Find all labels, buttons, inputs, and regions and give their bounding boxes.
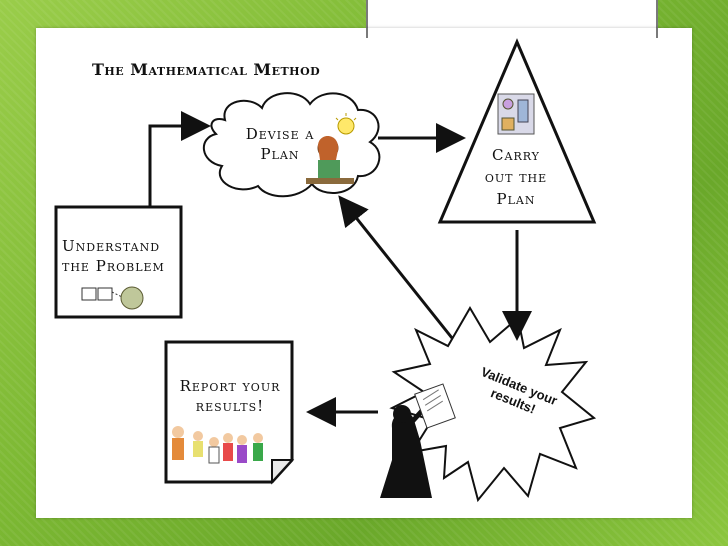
report-label: Report your results! [179,377,281,415]
devise-label: Devise a Plan [245,125,315,163]
diagram-title: The Mathematical Method [92,60,321,79]
slide-tab-connector [366,28,658,38]
arrow-validate-to-devise [338,195,454,339]
people-group-clipart [172,426,263,464]
report-page-fold [271,459,295,485]
understand-label: Understand the Problem [62,237,165,275]
understand-box [54,205,183,319]
thinking-woman-clipart [306,113,357,184]
arrow-understand-to-devise [148,111,211,207]
carry-label: Carry out the Plan [484,146,548,208]
woman-with-paper-clipart [380,383,456,498]
validate-burst [389,306,597,503]
lab-apparatus-clipart [497,93,535,135]
glasses-clipart [81,286,144,310]
